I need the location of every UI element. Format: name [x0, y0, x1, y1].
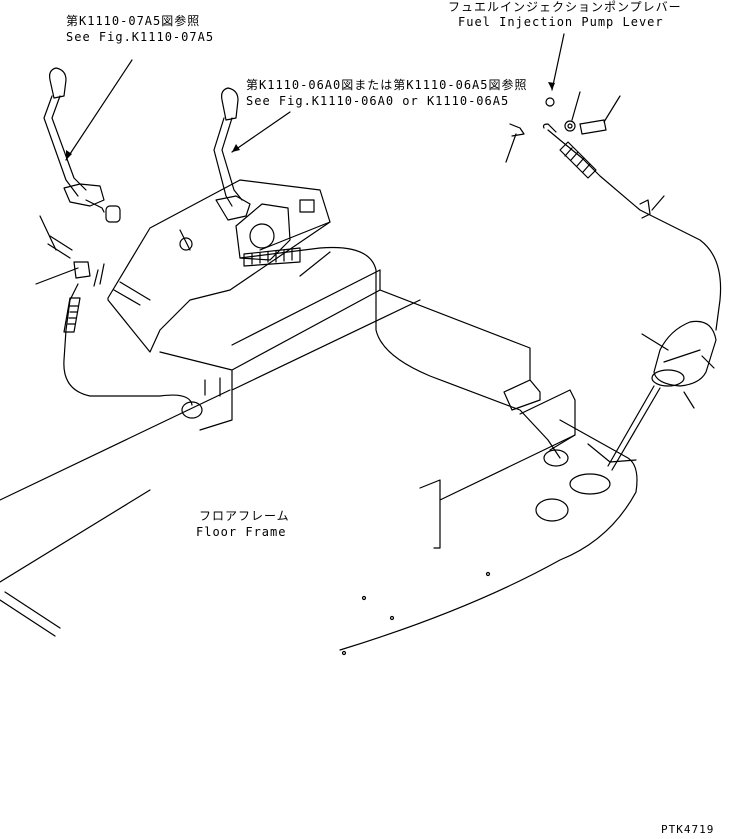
left-lever — [43, 67, 121, 287]
drawing-code: PTK4719 — [661, 823, 715, 836]
leader-arrowheads — [66, 82, 555, 160]
floor-frame-label-en: Floor Frame — [196, 525, 287, 539]
pump-cable-end — [505, 97, 722, 331]
floor-frame — [0, 299, 638, 656]
leader-lines — [35, 33, 715, 409]
console-bracket — [107, 179, 576, 549]
ref-fig06-label-jp: 第K1110-06A0図または第K1110-06A5図参照 — [246, 78, 528, 92]
ref-fig06-label-en: See Fig.K1110-06A0 or K1110-06A5 — [246, 94, 510, 108]
ref-fig07-label-en: See Fig.K1110-07A5 — [66, 30, 215, 44]
ref-fig07-label-jp: 第K1110-07A5図参照 — [66, 14, 201, 28]
fuel-cable — [239, 246, 637, 467]
middle-lever — [179, 87, 315, 261]
pump-lever-label-jp: フュエルインジェクションポンプレバー — [448, 0, 682, 14]
cable-boot — [607, 320, 717, 471]
pump-lever-label-en: Fuel Injection Pump Lever — [458, 15, 664, 29]
floor-frame-label-jp: フロアフレーム — [199, 509, 290, 523]
left-cable — [63, 283, 203, 419]
